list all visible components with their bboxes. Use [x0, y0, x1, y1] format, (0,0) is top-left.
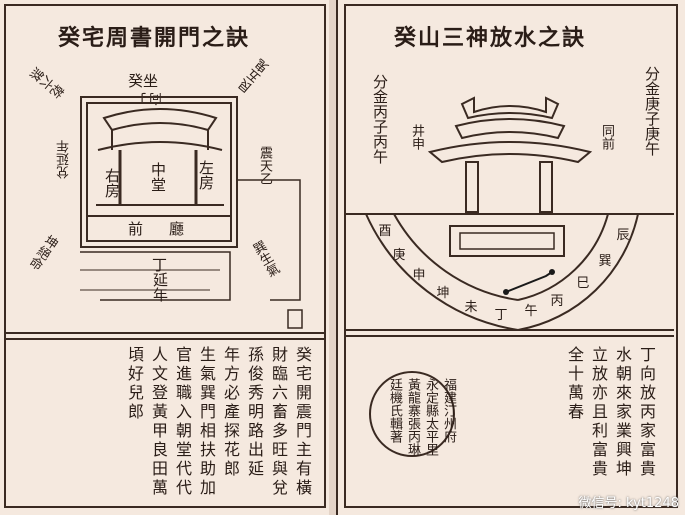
house-outer-wall — [80, 96, 238, 248]
seal-col-1: 福建汀州府 — [441, 378, 456, 443]
right-verse-col-4: 全十萬春 — [565, 346, 584, 422]
upper-left-label-1: 分金丙子丙午 — [371, 74, 389, 164]
hall-center-label: 中堂 — [149, 162, 167, 192]
front-hall-label: 前廳 — [128, 220, 211, 238]
left-title: 癸宅周書開門之訣 — [58, 25, 251, 51]
left-verse-col-2: 財臨六畜多旺與兌 — [269, 346, 288, 498]
seal-col-4: 廷機氏輯著 — [387, 378, 402, 443]
right-verse-col-1: 丁向放丙家富貴 — [637, 346, 656, 479]
right-verse-col-2: 水朝來家業興坤 — [613, 346, 632, 479]
upper-right-label-1: 分金庚子庚午 — [643, 66, 661, 156]
upper-right-label-2: 同前 — [599, 124, 614, 150]
left-page-frame — [4, 4, 326, 508]
room-left-label: 右房 — [103, 168, 121, 198]
right-verse-col-3: 立放亦且利富貴 — [589, 346, 608, 479]
room-right-label: 左房 — [197, 160, 215, 190]
right-title: 癸山三神放水之訣 — [394, 25, 587, 51]
left-verse-col-1: 癸宅開震門主有橫 — [293, 346, 312, 498]
ring-cell-shen: 申 — [412, 268, 426, 283]
ring-cell-geng: 庚 — [392, 248, 406, 263]
seal-col-3: 黃龍寨張丙琳 — [405, 378, 420, 456]
left-page: 癸宅周書開門之訣 癸坐 向丁 乾六煞 艮五鬼 兌延年 震天乙 坤絕命 巽生氣 右… — [0, 0, 334, 515]
ring-cell-si: 巳 — [576, 276, 590, 291]
left-verse-col-4: 年方必產探花郎 — [221, 346, 240, 479]
ring-cell-ding: 丁 — [494, 308, 508, 323]
left-verse-col-7: 人文登黃甲良田萬 — [149, 346, 168, 498]
right-pavilion-and-compass — [344, 96, 674, 457]
gate-sub-label: 延年 — [151, 272, 169, 302]
ring-cell-kun: 坤 — [436, 286, 450, 301]
ring-cell-you: 酉 — [378, 224, 392, 239]
left-verse-col-3: 孫俊秀明路出延 — [245, 346, 264, 479]
left-house-drawing — [80, 108, 303, 329]
gate-label: 丁 — [152, 256, 168, 274]
ring-cell-chen: 辰 — [616, 228, 630, 243]
right-direction-label: 震天乙 — [257, 146, 272, 185]
left-verse-col-6: 官進職入朝堂代代 — [173, 346, 192, 498]
left-divider-top — [4, 332, 324, 334]
ring-cell-xun: 巽 — [598, 254, 612, 269]
top-label: 癸坐 — [128, 72, 159, 90]
ring-cell-bing: 丙 — [550, 294, 564, 309]
left-verse-col-8: 頃好兒郎 — [125, 346, 144, 422]
right-page-frame — [344, 4, 678, 508]
house-inner-wall — [86, 102, 232, 242]
right-page: 癸山三神放水之訣 分金丙子丙午 井申 分金庚子庚午 同前 酉 庚 申 坤 未 丁… — [336, 0, 685, 515]
watermark: 微信号: kyt1248 — [578, 496, 679, 511]
ring-cell-wu: 午 — [524, 304, 538, 319]
ring-cell-wei: 未 — [464, 300, 478, 315]
left-verse-col-5: 生氣巽門相扶助加 — [197, 346, 216, 498]
seal-col-2: 永定縣太平里 — [423, 378, 438, 456]
left-divider-bottom — [4, 338, 324, 340]
upper-left-label-2: 井申 — [409, 124, 424, 150]
